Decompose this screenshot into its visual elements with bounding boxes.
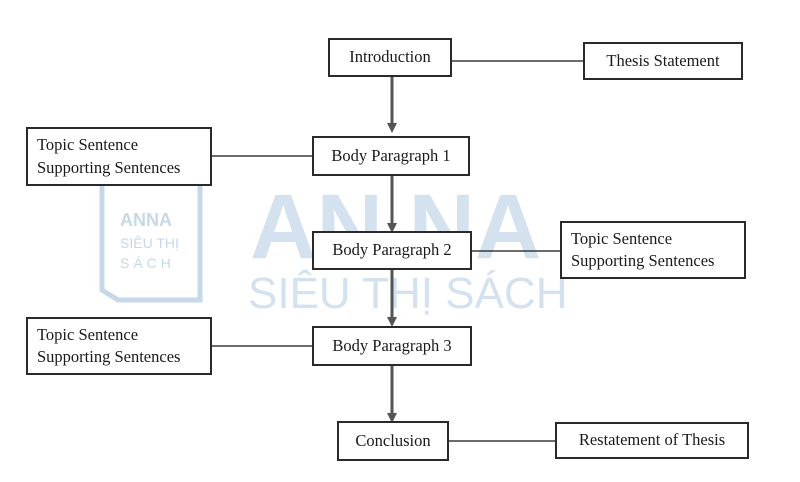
conclusion-label: Conclusion [355, 430, 431, 450]
restatement-label: Restatement of Thesis [578, 430, 726, 450]
body-paragraph-3-box: Body Paragraph 3 [312, 326, 472, 366]
body-2-note-topic-sentence: Topic Sentence [571, 228, 673, 248]
body-paragraph-1-label: Body Paragraph 1 [331, 145, 451, 165]
body-3-note-box: Topic Sentence Supporting Sentences [26, 317, 212, 375]
body-paragraph-2-box: Body Paragraph 2 [312, 231, 472, 270]
body-paragraph-2-label: Body Paragraph 2 [332, 240, 452, 260]
thesis-statement-label: Thesis Statement [606, 50, 720, 70]
body-1-note-supporting-sentences: Supporting Sentences [37, 157, 181, 177]
body-3-note-topic-sentence: Topic Sentence [37, 324, 139, 344]
introduction-label: Introduction [349, 47, 431, 67]
body-paragraph-3-label: Body Paragraph 3 [332, 335, 452, 355]
body-2-note-box: Topic Sentence Supporting Sentences [560, 221, 746, 279]
restatement-box: Restatement of Thesis [555, 422, 749, 459]
body-1-note-box: Topic Sentence Supporting Sentences [26, 127, 212, 186]
body-1-note-topic-sentence: Topic Sentence [37, 135, 139, 155]
thesis-statement-box: Thesis Statement [583, 42, 743, 80]
introduction-box: Introduction [328, 38, 452, 77]
body-paragraph-1-box: Body Paragraph 1 [312, 136, 470, 176]
body-2-note-supporting-sentences: Supporting Sentences [571, 251, 715, 270]
body-3-note-supporting-sentences: Supporting Sentences [37, 347, 181, 366]
conclusion-box: Conclusion [337, 421, 449, 461]
